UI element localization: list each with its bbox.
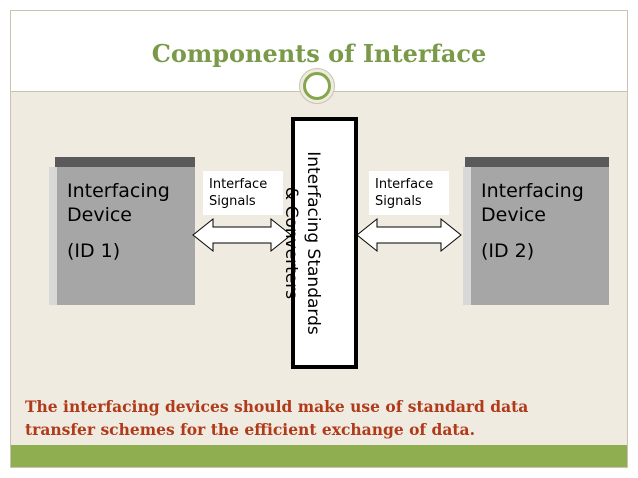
right-device-top-edge <box>465 157 609 167</box>
right-signals-label: Interface Signals <box>369 171 449 215</box>
converter-line2: & Converters <box>281 186 301 300</box>
right-device-line2: Device <box>481 204 546 226</box>
slide: Components of Interface Interfacing Devi… <box>10 10 628 468</box>
footer-band <box>11 445 627 467</box>
left-signals-line1: Interface <box>209 177 268 192</box>
right-double-arrow <box>356 217 462 253</box>
left-device-top-edge <box>55 157 195 167</box>
left-device: Interfacing Device (ID 1) <box>57 167 195 305</box>
right-device-id: (ID 2) <box>481 240 535 262</box>
right-device-side-edge <box>463 167 471 305</box>
left-device-line2: Device <box>67 204 132 226</box>
slide-title: Components of Interface <box>151 39 487 68</box>
right-signals-line1: Interface <box>375 177 434 192</box>
converter-label: Interfacing Standards & Converters <box>280 123 324 363</box>
right-device-line1: Interfacing <box>481 180 584 202</box>
converter-line1: Interfacing Standards <box>303 151 323 335</box>
left-signals-label: Interface Signals <box>203 171 283 215</box>
left-device-side-edge <box>49 167 57 305</box>
left-device-id: (ID 1) <box>67 240 121 262</box>
title-ornament-circle <box>303 72 331 100</box>
footer-note: The interfacing devices should make use … <box>25 395 625 441</box>
left-signals-line2: Signals <box>209 194 256 209</box>
left-device-line1: Interfacing <box>67 180 170 202</box>
right-device: Interfacing Device (ID 2) <box>471 167 609 305</box>
footer-line1: The interfacing devices should make use … <box>25 397 529 416</box>
converter-box <box>291 117 358 369</box>
arrows-layer <box>192 217 462 253</box>
footer-line2: transfer schemes for the efficient excha… <box>25 420 475 439</box>
left-double-arrow <box>192 217 292 253</box>
right-signals-line2: Signals <box>375 194 422 209</box>
